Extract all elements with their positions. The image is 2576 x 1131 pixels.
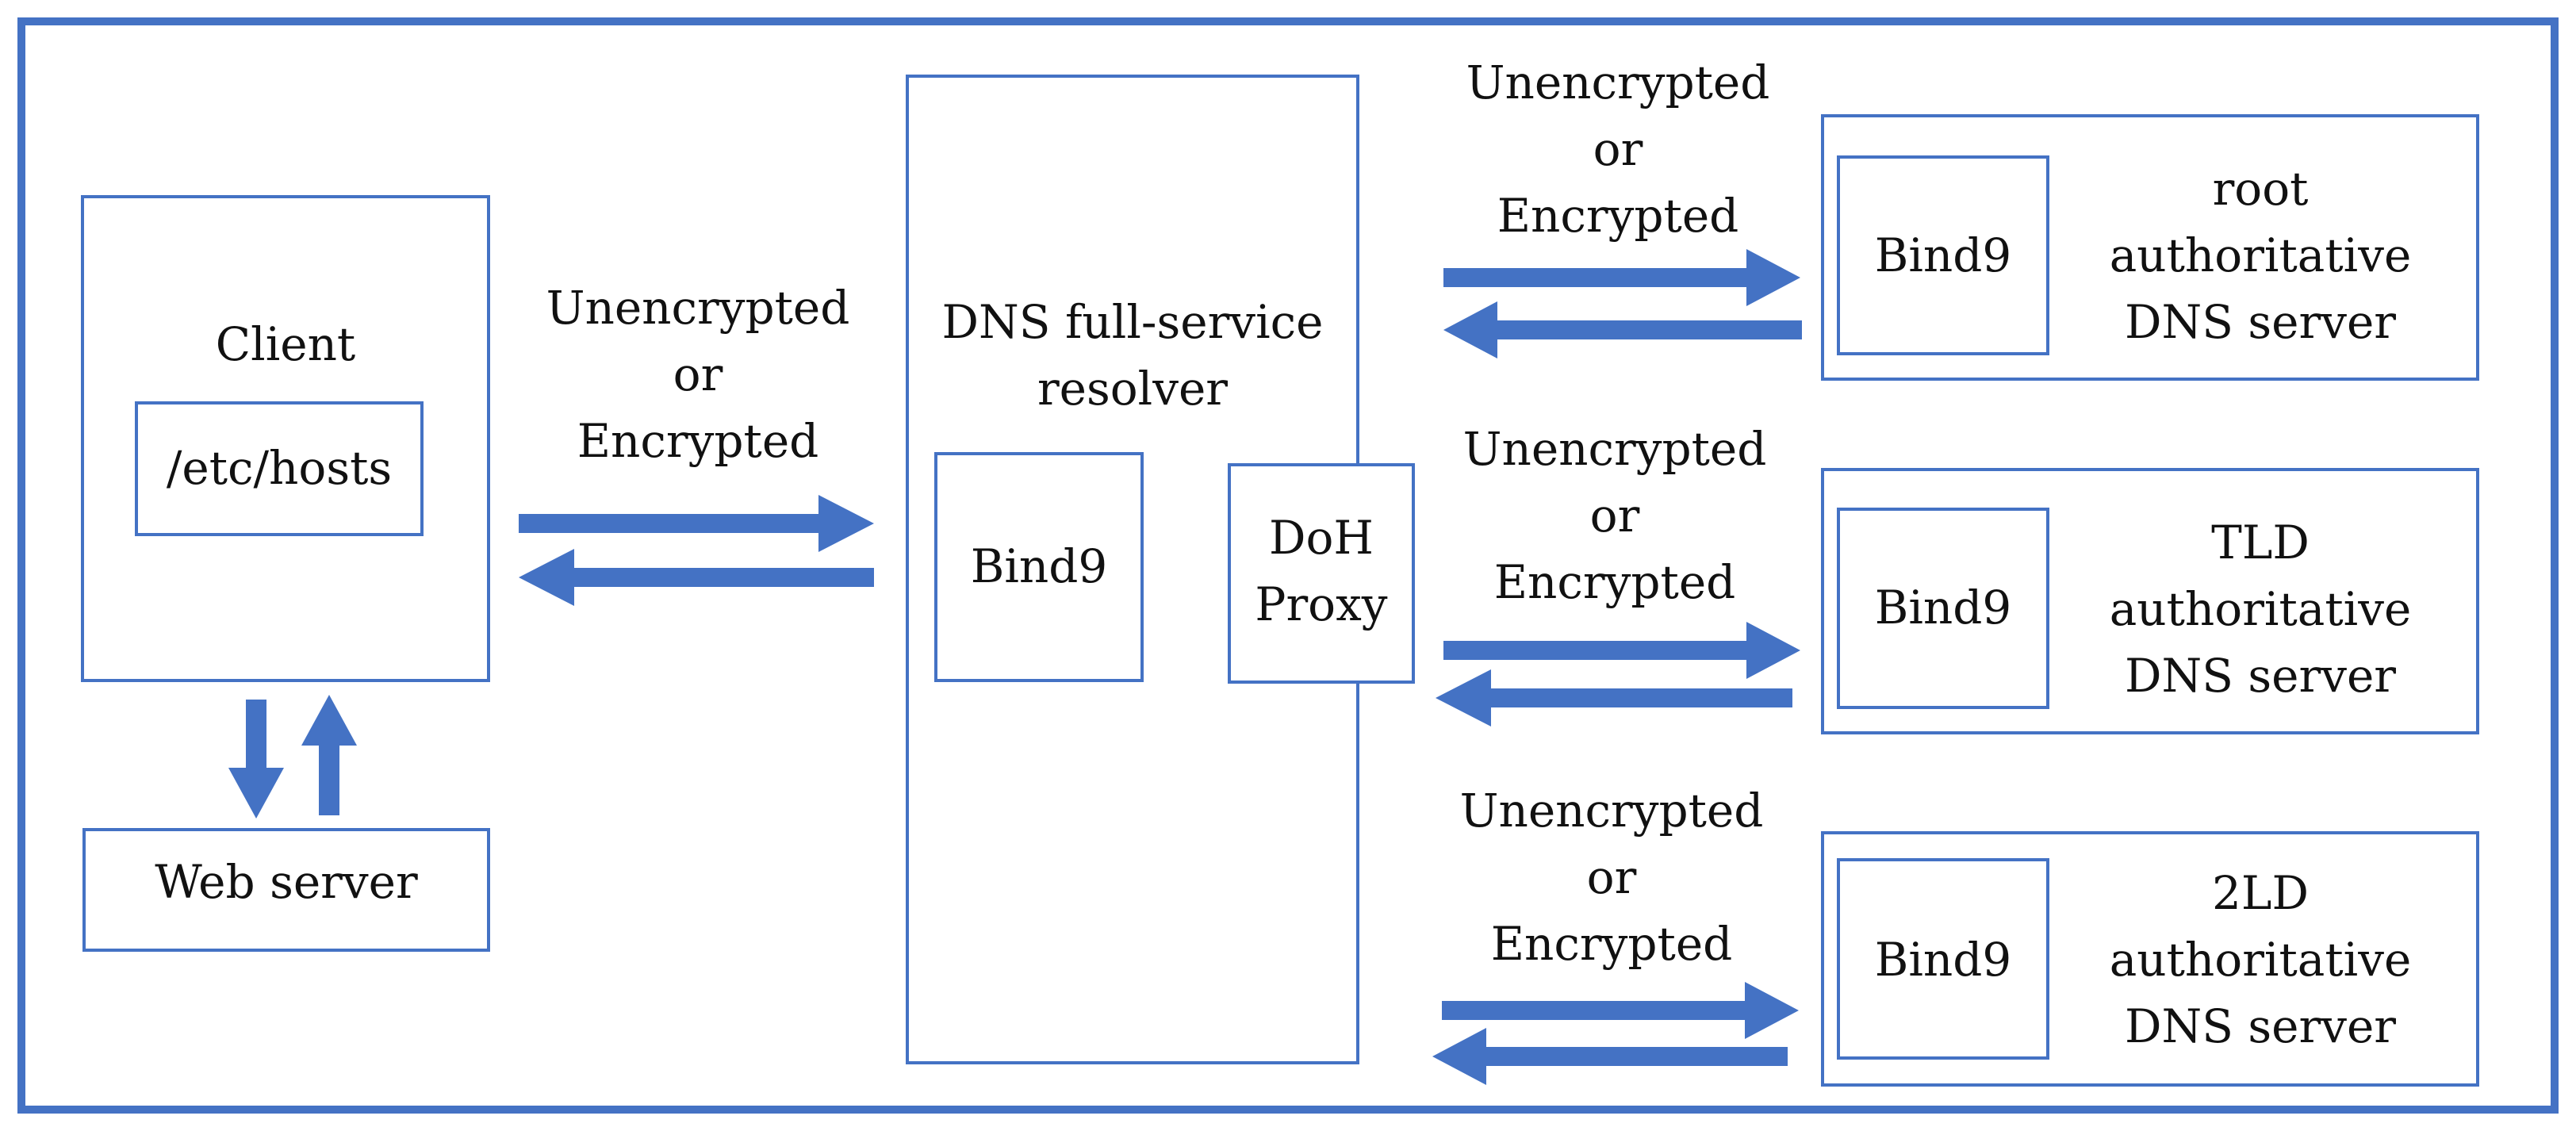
resolver-title-line: resolver (1037, 362, 1229, 416)
doh-proxy-box (1228, 463, 1415, 684)
arrow-left-icon (1436, 669, 1792, 727)
arrow-right-icon (1443, 249, 1800, 306)
resolver-root-link-label: Unencrypted or Encrypted (1428, 49, 1808, 249)
tld-bind9-label: Bind9 (1874, 581, 2012, 635)
link-label-line: Encrypted (1493, 555, 1736, 609)
2ld-server-label: 2LD authoritative DNS server (2054, 860, 2467, 1060)
arrow-left-icon (1432, 1028, 1788, 1085)
arrow-left-icon (1443, 301, 1802, 358)
server-label-line: DNS server (2124, 295, 2397, 349)
server-label-line: 2LD (2212, 866, 2309, 920)
link-label-line: Unencrypted (1462, 422, 1767, 476)
2ld-bind9-box (1837, 858, 2049, 1060)
resolver-title: DNS full-service resolver (906, 289, 1359, 422)
link-label-line: Unencrypted (1466, 56, 1770, 109)
arrow-up-icon (301, 695, 357, 815)
arrow-right-icon (519, 495, 874, 552)
link-label-line: or (1589, 489, 1640, 542)
web-server-label: Web server (155, 855, 418, 909)
link-label-line: or (673, 347, 723, 401)
tld-bind9-box (1837, 508, 2049, 709)
arrow-right-icon (1442, 982, 1799, 1039)
resolver-bind9-box (934, 452, 1144, 682)
resolver-2ld-link-label: Unencrypted or Encrypted (1421, 777, 1802, 977)
link-label-line: or (1593, 122, 1643, 176)
arrow-down-icon (228, 700, 284, 819)
root-server-label: root authoritative DNS server (2054, 155, 2467, 355)
root-bind9-label: Bind9 (1874, 228, 2012, 282)
link-label-line: or (1586, 850, 1637, 904)
web-server-box (82, 828, 490, 952)
link-label-line: Encrypted (1490, 917, 1733, 971)
server-label-line: TLD (2211, 516, 2310, 569)
link-label-line: Unencrypted (546, 281, 850, 335)
client-resolver-link-label: Unencrypted or Encrypted (508, 274, 888, 474)
server-label-line: DNS server (2124, 999, 2397, 1053)
doh-proxy-label: DoH Proxy (1228, 504, 1415, 638)
link-label-line: Encrypted (577, 414, 819, 468)
server-label-line: DNS server (2124, 649, 2397, 703)
2ld-bind9-label: Bind9 (1874, 933, 2012, 987)
resolver-title-line: DNS full-service (941, 295, 1324, 349)
arrow-left-icon (519, 549, 874, 606)
tld-server-label: TLD authoritative DNS server (2054, 509, 2467, 709)
server-label-line: root (2212, 162, 2309, 216)
hosts-file-label: /etc/hosts (166, 441, 393, 495)
hosts-file-box (135, 401, 424, 536)
resolver-bind9-label: Bind9 (970, 539, 1108, 593)
link-label-line: Encrypted (1497, 189, 1739, 243)
server-label-line: authoritative (2109, 228, 2412, 282)
server-label-line: authoritative (2109, 582, 2412, 636)
client-title: Client (215, 317, 356, 371)
arrow-right-icon (1443, 622, 1800, 679)
server-label-line: authoritative (2109, 933, 2412, 987)
resolver-tld-link-label: Unencrypted or Encrypted (1424, 416, 1805, 615)
doh-proxy-line: DoH (1268, 511, 1374, 565)
link-label-line: Unencrypted (1459, 784, 1764, 838)
root-bind9-box (1837, 155, 2049, 355)
doh-proxy-line: Proxy (1255, 577, 1388, 631)
